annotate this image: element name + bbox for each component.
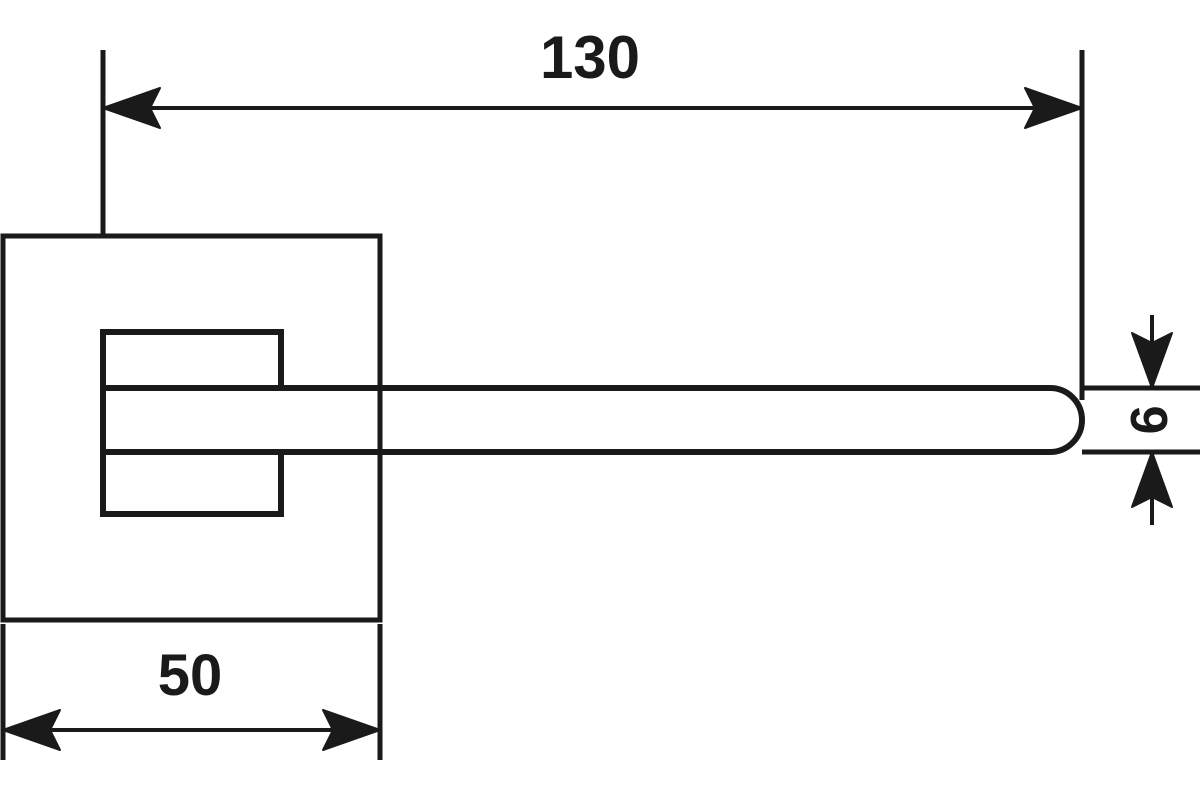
- dimension-rose-width: 50: [0, 624, 383, 760]
- part-outline: [0, 233, 1085, 623]
- arrow-left-icon-130: [102, 87, 161, 129]
- dimension-label-130: 130: [540, 24, 640, 91]
- arrow-right-icon-50: [322, 709, 381, 751]
- handle-bar-outline: [103, 385, 1085, 455]
- inner-plate-lower-arm: [100, 449, 284, 517]
- inner-plate-upper-arm: [100, 329, 284, 391]
- dimension-label-50: 50: [158, 643, 223, 708]
- dimension-label-9: 9: [1119, 406, 1177, 435]
- arrow-left-icon-50: [2, 709, 61, 751]
- arrow-right-icon-130: [1024, 87, 1083, 129]
- arrow-up-icon-9: [1131, 451, 1173, 508]
- arrow-down-icon-9: [1131, 332, 1173, 389]
- dimension-overall-length: 130: [100, 24, 1085, 400]
- rose-plate-outline: [0, 233, 383, 623]
- dimension-handle-thickness: 9: [1082, 315, 1200, 525]
